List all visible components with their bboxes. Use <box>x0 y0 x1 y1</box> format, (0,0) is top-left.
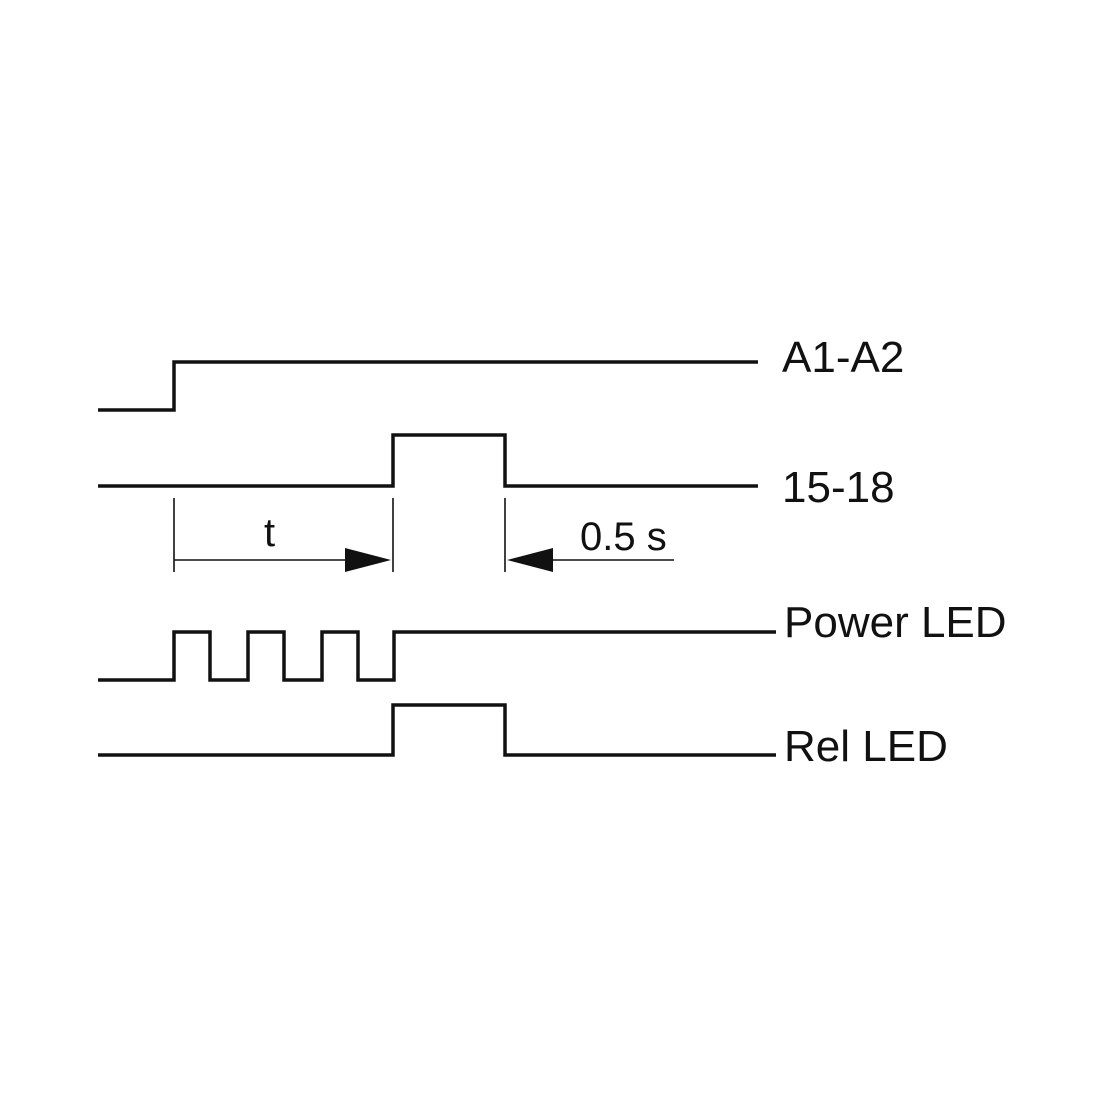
t-label: t <box>264 511 275 555</box>
signal-15-18-trace <box>98 433 758 488</box>
signal-power-led-label: Power LED <box>784 598 1007 647</box>
signal-rel-led-trace <box>98 703 776 757</box>
signal-power-led-trace <box>98 630 776 682</box>
signal-a1-a2-label: A1-A2 <box>782 333 904 382</box>
signal-15-18-label: 15-18 <box>782 463 895 512</box>
pulse-label: 0.5 s <box>580 515 667 559</box>
signal-rel-led-label: Rel LED <box>784 722 948 771</box>
t-arrowhead-icon <box>345 548 391 572</box>
pulse-arrowhead-icon <box>507 548 553 572</box>
signal-a1-a2-trace <box>98 360 758 412</box>
